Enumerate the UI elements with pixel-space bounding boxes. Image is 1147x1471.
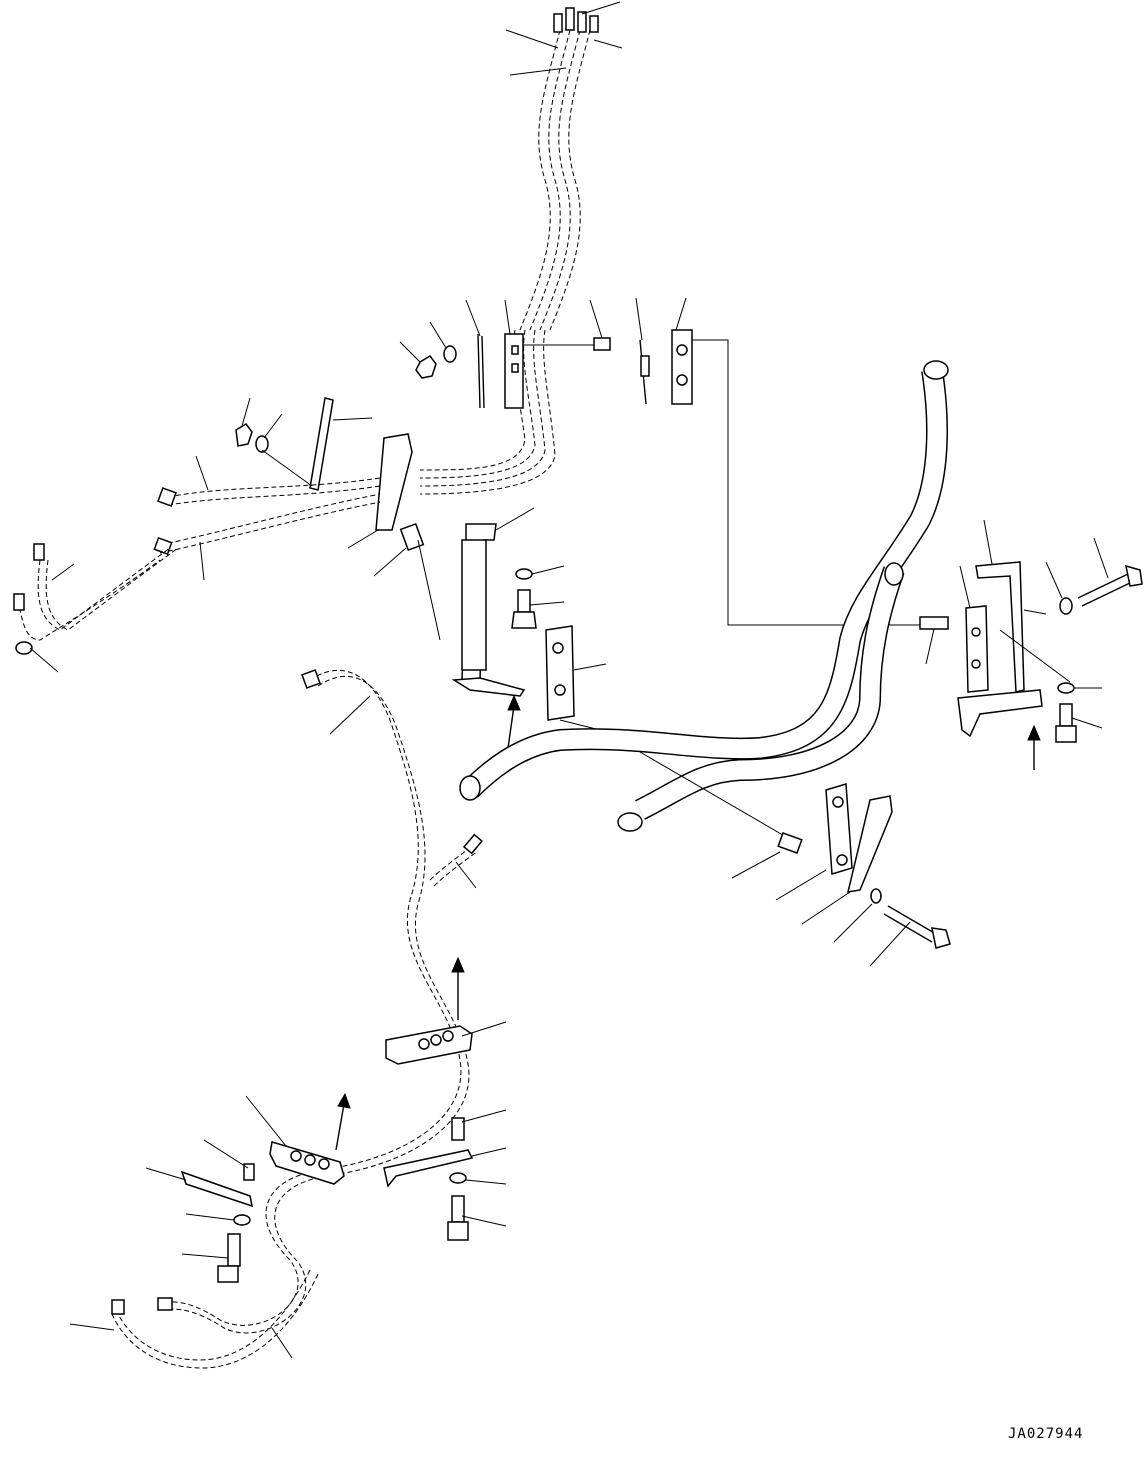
- left-hoses: [13, 455, 381, 673]
- left-bracket-assembly: [235, 397, 441, 641]
- upper-hose-bundle: [419, 7, 599, 495]
- lower-long-hose: [69, 669, 484, 1369]
- lower-right-clamp: [731, 783, 951, 967]
- drawing-reference-code: JA027944: [1008, 1426, 1083, 1442]
- main-large-hose: [459, 360, 949, 839]
- top-clamp-assembly: [399, 297, 949, 665]
- right-bracket-assembly: [957, 519, 1143, 770]
- leader-lines-top: [505, 1, 623, 76]
- center-bracket-column: [451, 507, 607, 763]
- lower-clamp-assemblies: [145, 956, 507, 1283]
